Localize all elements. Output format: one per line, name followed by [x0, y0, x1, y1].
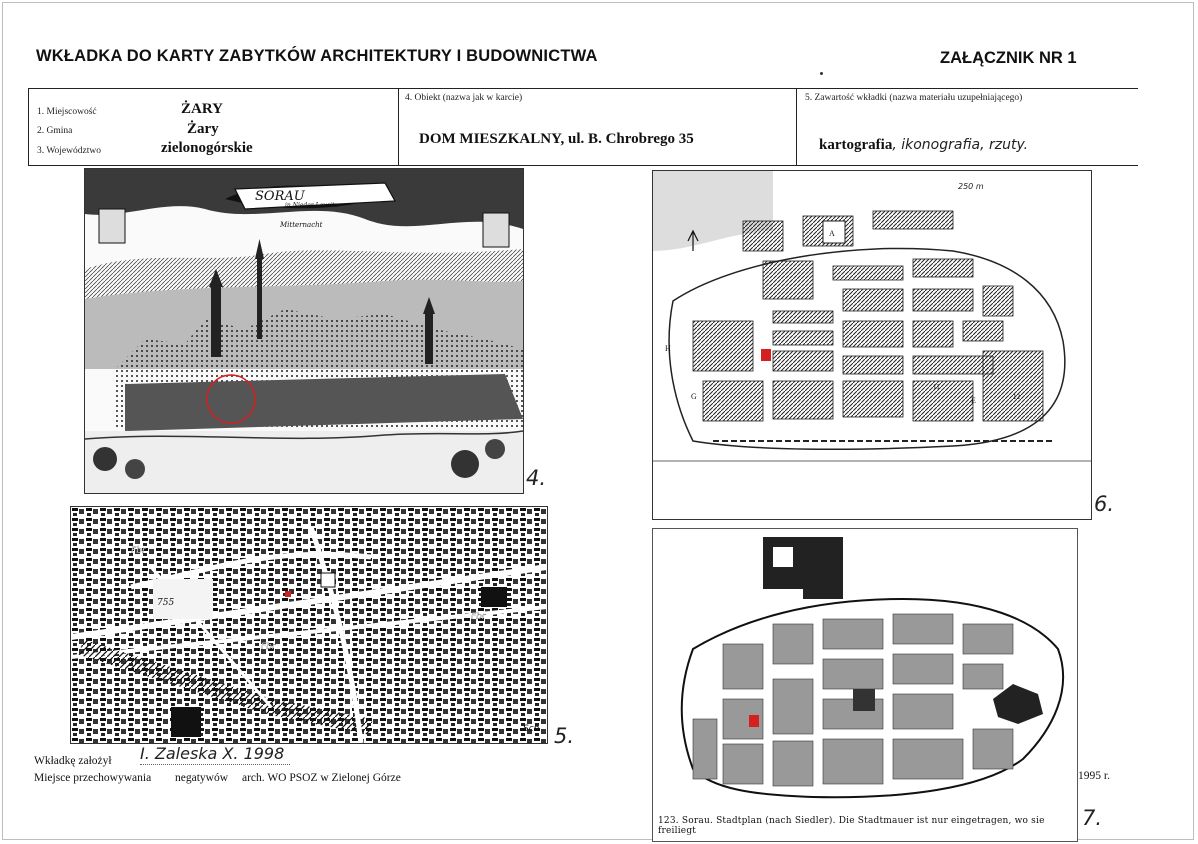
- storage-value: arch. WO PSOZ w Zielonej Górze: [242, 772, 401, 784]
- voivodeship-value: zielonogórskie: [161, 140, 253, 156]
- house-location-marker: [749, 715, 759, 727]
- figure-6-city-plan: A H G E 12 11 250 m: [652, 170, 1092, 520]
- contents-value: kartografia, ikonografia, rzuty.: [819, 137, 1028, 154]
- ink-dot: [820, 72, 823, 75]
- founder-label: Wkładkę założył: [34, 755, 112, 767]
- city-plan-6-drawing: A H G E 12 11 250 m: [653, 171, 1091, 519]
- figure-5-town-map: Fbr 755 Fbr Fbr Sch: [70, 506, 548, 744]
- storage-negatives: negatywów: [175, 772, 229, 784]
- church-block: [853, 689, 875, 711]
- house-location-marker: [761, 349, 771, 361]
- plan-label-e: E: [971, 396, 976, 405]
- town-map-5-drawing: Fbr 755 Fbr Fbr Sch: [71, 507, 547, 743]
- contents-handwritten: , ikonografia, rzuty.: [892, 137, 1029, 153]
- plan-label-h: H: [665, 344, 671, 353]
- plan-label-12: 12: [1013, 393, 1021, 401]
- plan-scale-note: 250 m: [958, 182, 984, 191]
- year-stamp: 1995 r.: [1078, 770, 1110, 782]
- object-value: DOM MIESZKALNY, ul. B. Chrobrego 35: [419, 131, 694, 147]
- plan-label-11: 11: [933, 383, 940, 391]
- annex-number: ZAŁĄCZNIK NR 1: [940, 49, 1077, 67]
- voivodeship-label: 3. Województwo: [37, 146, 101, 156]
- house-location-marker: [206, 374, 256, 424]
- figure-7-number: 7.: [1082, 806, 1103, 830]
- town-label: 1. Miejscowość: [37, 107, 97, 117]
- town-value: ŻARY: [181, 101, 223, 117]
- north-arrow-icon: [687, 229, 699, 251]
- figure-7-caption: 123. Sorau. Stadtplan (nach Siedler). Di…: [658, 816, 1045, 836]
- contents-typed: kartografia: [819, 137, 893, 153]
- storage-label: Miejsce przechowywania: [34, 772, 152, 784]
- church-block-east: [993, 684, 1043, 724]
- map-label-fbr-2: Fbr: [261, 642, 277, 652]
- founder-value: I. Zaleska X. 1998: [140, 744, 285, 763]
- house-location-marker: [285, 591, 291, 597]
- commune-label: 2. Gmina: [37, 126, 73, 136]
- town-plan-7-drawing: [653, 529, 1077, 841]
- figure-6-number: 6.: [1094, 492, 1115, 516]
- location-cell: 1. Miejscowość ŻARY 2. Gmina Żary 3. Woj…: [29, 89, 399, 165]
- figure-5-number: 5.: [554, 724, 575, 748]
- info-table: 1. Miejscowość ŻARY 2. Gmina Żary 3. Woj…: [28, 88, 1138, 166]
- object-label: 4. Obiekt (nazwa jak w karcie): [405, 93, 523, 103]
- document-title: WKŁADKA DO KARTY ZABYTKÓW ARCHITEKTURY I…: [36, 47, 598, 65]
- contents-label: 5. Zawartość wkładki (nazwa materiału uz…: [805, 93, 1023, 103]
- map-label-sch: Sch: [523, 724, 540, 734]
- object-cell: 4. Obiekt (nazwa jak w karcie) DOM MIESZ…: [399, 89, 797, 165]
- banner-subtext: in Nieder Lausitz: [285, 202, 338, 209]
- plan-label-g: G: [691, 392, 697, 401]
- map-label-fbr-1: Fbr: [131, 546, 147, 556]
- figure-4-engraving: SORAU in Nieder Lausitz Mitternacht: [84, 168, 524, 494]
- figure-4-number: 4.: [526, 466, 547, 490]
- coat-of-arms-right-icon: [482, 212, 510, 248]
- founder-underline: [140, 764, 290, 765]
- coat-of-arms-left-icon: [98, 208, 126, 244]
- sky-text: Mitternacht: [279, 221, 323, 229]
- engraving-drawing: SORAU in Nieder Lausitz Mitternacht: [85, 169, 523, 493]
- contents-cell: 5. Zawartość wkładki (nazwa materiału uz…: [797, 89, 1139, 165]
- map-label-755: 755: [157, 598, 174, 608]
- commune-value: Żary: [187, 121, 219, 137]
- figure-7-town-plan: [652, 528, 1078, 842]
- plan-label-a: A: [829, 229, 835, 238]
- map-label-fbr-3: Fbr: [471, 612, 487, 622]
- banner-text: SORAU: [255, 189, 306, 204]
